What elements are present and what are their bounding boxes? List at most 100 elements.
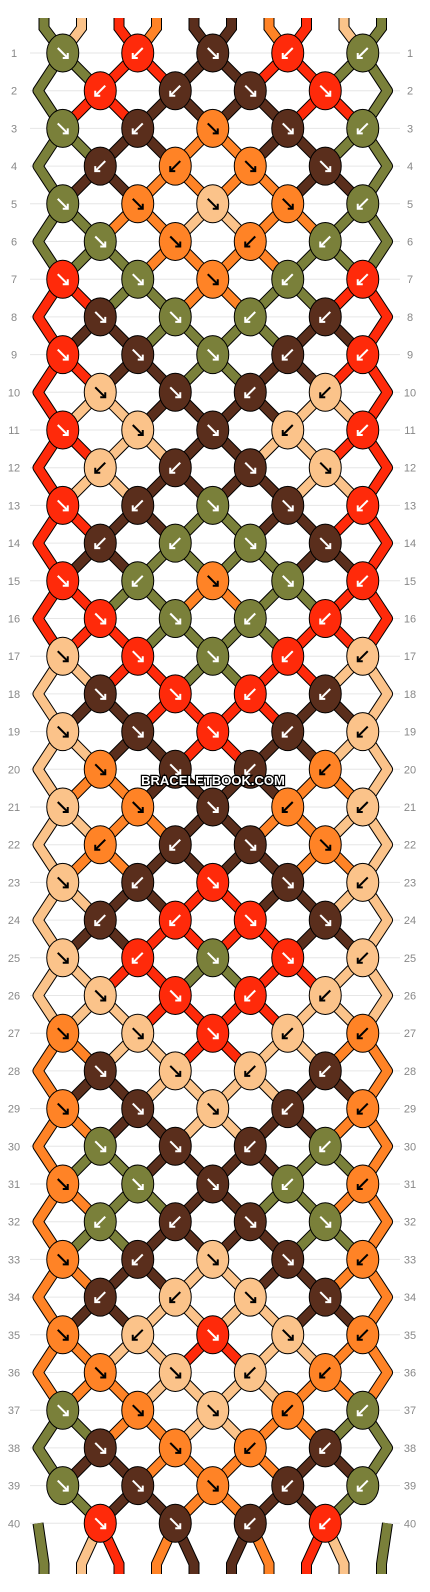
knot-arrow-icon	[282, 1404, 294, 1416]
row-label-right: 27	[404, 1028, 416, 1040]
row-label-left: 18	[8, 689, 20, 701]
knot-arrow-head	[131, 128, 138, 135]
knot	[346, 1089, 380, 1129]
row-label-left: 37	[8, 1405, 20, 1417]
knot	[346, 636, 380, 676]
knot-arrow-icon	[282, 650, 294, 662]
row-label-right: 14	[404, 538, 416, 550]
knot-arrow-head	[94, 1221, 101, 1228]
knot	[271, 1089, 305, 1129]
knot-arrow-icon	[207, 876, 219, 889]
bottom-thread	[33, 1522, 49, 1574]
knot-arrow-icon	[169, 311, 181, 323]
knot	[83, 900, 117, 940]
knot-arrow-head	[62, 1033, 69, 1040]
knot	[271, 712, 305, 752]
knot-arrow-head	[137, 1108, 144, 1115]
knot	[196, 712, 230, 752]
knot-arrow-icon	[57, 273, 69, 285]
knot-arrow-icon	[94, 1291, 106, 1303]
knot-arrow-icon	[357, 273, 369, 285]
knot	[83, 222, 117, 261]
knot-arrow-head	[62, 957, 69, 964]
knot-arrow-head	[212, 731, 219, 738]
knot	[346, 787, 380, 827]
knot	[308, 900, 342, 940]
row-label-left: 36	[8, 1368, 20, 1380]
knot-arrow-head	[356, 1485, 363, 1492]
knot-arrow-icon	[169, 612, 181, 625]
knot-arrow-icon	[282, 1329, 294, 1341]
knot	[233, 1277, 267, 1317]
knot-arrow-head	[325, 844, 332, 851]
knot	[121, 259, 155, 299]
knot-arrow-head	[281, 1033, 288, 1040]
knot-arrow-head	[356, 882, 363, 889]
row-label-left: 32	[8, 1217, 20, 1229]
row-label-right: 17	[404, 651, 416, 663]
knot-arrow-icon	[169, 1291, 181, 1303]
top-string-label: D	[266, 7, 273, 17]
knot-arrow-icon	[132, 801, 144, 813]
row-label-left: 15	[8, 576, 20, 588]
knot-arrow-icon	[207, 725, 219, 738]
knot-arrow-icon	[282, 348, 294, 361]
knot-arrow-icon	[319, 1442, 331, 1454]
knot-arrow-head	[356, 731, 363, 738]
knot-arrow-head	[356, 1334, 363, 1341]
knot-arrow-icon	[244, 838, 256, 851]
knot-arrow-head	[356, 1108, 363, 1115]
knot	[196, 485, 230, 525]
knot-arrow-icon	[207, 1178, 219, 1190]
knot-arrow-head	[137, 1184, 144, 1190]
row-label-right: 37	[404, 1405, 416, 1417]
knot-arrow-icon	[319, 311, 331, 323]
knot-arrow-head	[175, 1146, 182, 1153]
knot-arrow-icon	[94, 1517, 106, 1530]
knot	[346, 485, 380, 525]
row-label-right: 24	[404, 915, 416, 927]
knot-arrow-icon	[319, 461, 331, 474]
knot	[196, 1164, 230, 1204]
knot-arrow-icon	[207, 348, 219, 361]
knot-arrow-head	[212, 882, 219, 889]
row-label-right: 20	[404, 764, 416, 776]
knot	[158, 222, 192, 261]
knot	[158, 1277, 192, 1317]
knot-arrow-icon	[94, 1215, 106, 1228]
knot	[346, 33, 380, 73]
knot-arrow-icon	[169, 1140, 181, 1153]
knot	[83, 599, 117, 638]
knot-arrow-icon	[357, 725, 369, 738]
knot	[46, 1164, 80, 1204]
knot	[121, 1013, 155, 1053]
knot-arrow-icon	[244, 160, 256, 172]
knot-arrow-icon	[244, 1291, 256, 1303]
knot-arrow-icon	[57, 876, 69, 889]
knot-arrow-icon	[357, 198, 369, 210]
knot	[308, 372, 342, 412]
knot-arrow-icon	[132, 1102, 144, 1115]
knot-arrow-head	[175, 316, 182, 323]
row-label-left: 17	[8, 651, 20, 663]
knot	[271, 561, 305, 601]
knot-arrow-head	[131, 882, 138, 889]
knot-arrow-icon	[244, 914, 256, 926]
knot-arrow-head	[62, 354, 69, 361]
knot	[196, 335, 230, 375]
knot	[346, 1239, 380, 1279]
knot-arrow-icon	[282, 273, 294, 285]
knot	[46, 1239, 80, 1279]
knot	[158, 523, 192, 563]
knot-arrow-head	[281, 1485, 288, 1492]
knot-arrow-head	[319, 693, 326, 700]
knot-arrow-head	[244, 1447, 251, 1454]
knot-arrow-icon	[57, 348, 69, 361]
knot-arrow-head	[212, 580, 219, 587]
knot-arrow-icon	[319, 1517, 331, 1530]
row-label-left: 6	[11, 237, 17, 249]
knot-arrow-head	[212, 430, 219, 436]
knot-arrow-icon	[282, 1102, 294, 1115]
knot	[83, 146, 117, 186]
